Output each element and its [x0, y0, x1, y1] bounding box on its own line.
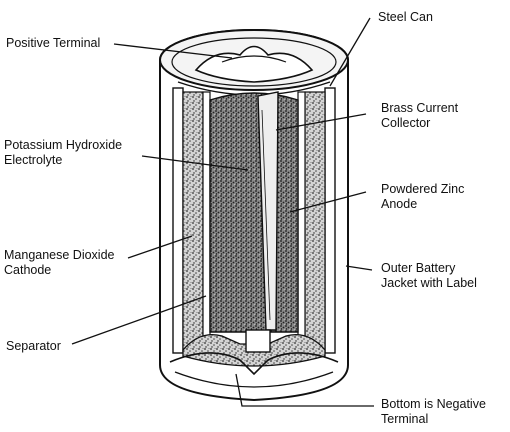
label-manganese-dioxide-cathode: Manganese Dioxide Cathode [4, 248, 115, 277]
cathode-left [182, 91, 204, 351]
label-powdered-zinc-anode: Powdered Zinc Anode [381, 182, 465, 211]
steel-can-right-wall [324, 87, 336, 354]
separator-left [202, 91, 211, 339]
steel-can-left-wall [172, 87, 184, 354]
leader-negative-terminal [235, 373, 374, 407]
negative-terminal-dome [169, 352, 339, 376]
brass-current-collector [257, 91, 279, 331]
label-potassium-hydroxide-electrolyte: Potassium Hydroxide Electrolyte [4, 138, 123, 167]
positive-terminal-cap [194, 45, 314, 83]
leader-cathode [127, 235, 193, 259]
cathode-right [304, 91, 326, 351]
label-outer-battery-jacket: Outer Battery Jacket with Label [381, 261, 477, 290]
label-brass-current-collector: Brass Current Collector [381, 101, 459, 130]
separator-right [297, 91, 306, 339]
label-bottom-negative-terminal: Bottom is Negative Terminal [381, 397, 486, 426]
leader-separator [71, 295, 207, 345]
label-steel-can: Steel Can [378, 10, 433, 24]
leader-brass-collector [275, 113, 367, 131]
leader-zinc-anode [289, 191, 367, 213]
label-positive-terminal: Positive Terminal [6, 36, 101, 50]
label-separator: Separator [6, 339, 61, 353]
leader-electrolyte [141, 155, 249, 171]
leader-steel-can [329, 17, 371, 87]
collector-nail-head [245, 329, 271, 353]
leader-outer-jacket [345, 265, 373, 271]
leader-positive-terminal [113, 43, 233, 59]
